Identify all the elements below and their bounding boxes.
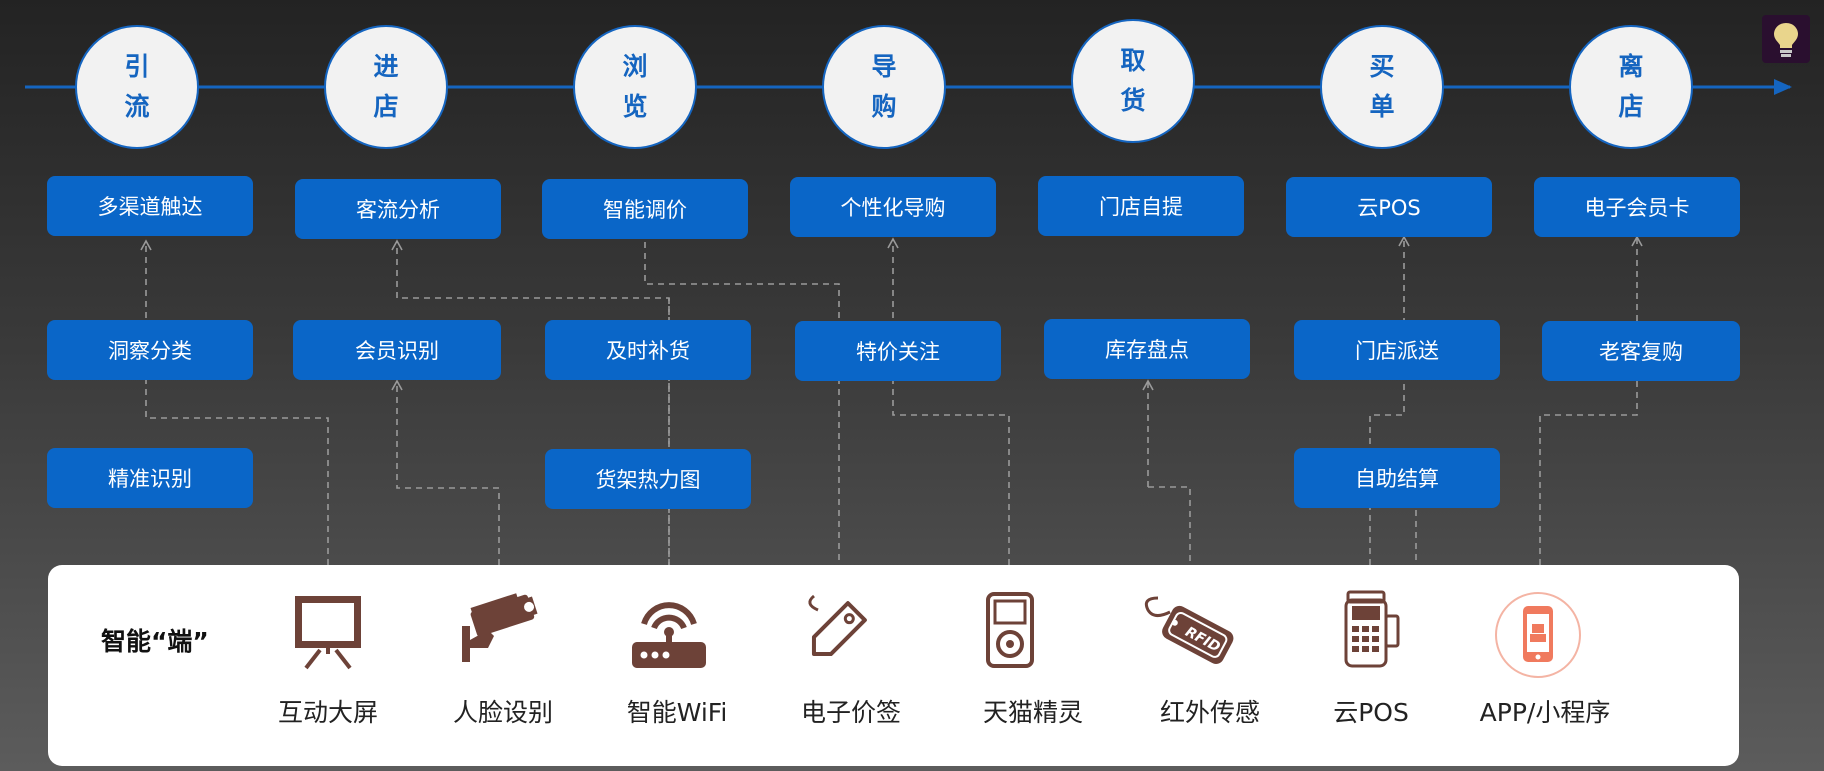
security-camera-icon [462,593,538,662]
function-box-store-pickup: 门店自提 [1038,176,1244,236]
function-box-member-card: 电子会员卡 [1534,177,1740,237]
stage-4-char-1: 导 [871,52,897,81]
function-box-precise-id: 精准识别 [47,448,253,508]
stage-3-char-1: 浏 [622,52,648,81]
stage-6-char-2: 单 [1369,92,1395,121]
device-label-pos: 云POS [1333,698,1409,727]
link-price [644,242,845,597]
function-box-inventory: 库存盘点 [1044,319,1250,379]
stage-7-char-1: 离 [1618,52,1644,81]
stage-2-char-2: 店 [373,92,399,121]
function-box-smart-pricing: 智能调价 [542,179,748,239]
lightbulb-icon [1774,23,1798,57]
link-touch [140,239,329,565]
function-box-cloud-pos: 云POS [1286,177,1492,237]
device-label-app: APP/小程序 [1479,698,1611,727]
panel-title: 智能“端” [101,627,209,656]
function-box-delivery: 门店派送 [1294,320,1500,380]
function-box-personal-guide: 个性化导购 [790,177,996,237]
stage-1-char-2: 流 [124,92,150,121]
stage-3-char-2: 览 [622,92,648,121]
stage-1-char-1: 引 [124,52,150,81]
stage-6: 买 单 [1320,25,1444,149]
stage-7-char-2: 店 [1618,92,1644,121]
stage-1: 引 流 [75,25,199,149]
stage-5: 取 货 [1071,19,1195,143]
device-label-face: 人脸设别 [452,698,553,727]
easel-screen-icon [295,596,361,670]
device-label-speaker: 天猫精灵 [982,698,1083,727]
smart-speaker-icon [986,592,1034,668]
wifi-router-icon [632,602,706,668]
function-box-self-checkout: 自助结算 [1294,448,1500,508]
device-label-screen: 互动大屏 [277,698,378,727]
device-label-price-tag: 电子价签 [800,698,901,727]
function-box-repurchase: 老客复购 [1542,321,1740,381]
stage-2: 进 店 [324,25,448,149]
stage-7: 离 店 [1569,25,1693,149]
link-face [391,379,500,565]
link-app [1539,235,1643,565]
price-tag-icon [808,594,867,657]
link-speaker [887,237,1010,565]
pos-terminal-icon [1344,590,1400,668]
stage-6-char-1: 买 [1369,52,1395,81]
function-box-member-id: 会员识别 [293,320,501,380]
stage-5-char-1: 取 [1120,46,1146,75]
device-label-infrared: 红外传感 [1159,698,1260,727]
stage-4-char-2: 购 [871,92,897,121]
function-box-multichannel: 多渠道触达 [47,176,253,236]
device-label-wifi: 智能WiFi [626,698,728,727]
function-box-insight: 洞察分类 [47,320,253,380]
link-rfid [1148,486,1196,597]
function-box-traffic-analysis: 客流分析 [295,179,501,239]
function-box-restock: 及时补货 [545,320,751,380]
rfid-tag-icon: RFID [1144,596,1234,664]
link-pos [1369,235,1410,565]
function-box-heatmap: 货架热力图 [545,449,751,509]
stage-4: 导 购 [822,25,946,149]
link-flow [391,239,670,565]
stage-5-char-2: 货 [1120,86,1146,115]
stage-2-char-1: 进 [373,52,399,81]
tip-button[interactable] [1762,15,1810,63]
mobile-app-icon [1495,592,1581,678]
function-box-special-offer: 特价关注 [795,321,1001,381]
stage-3: 浏 览 [573,25,697,149]
